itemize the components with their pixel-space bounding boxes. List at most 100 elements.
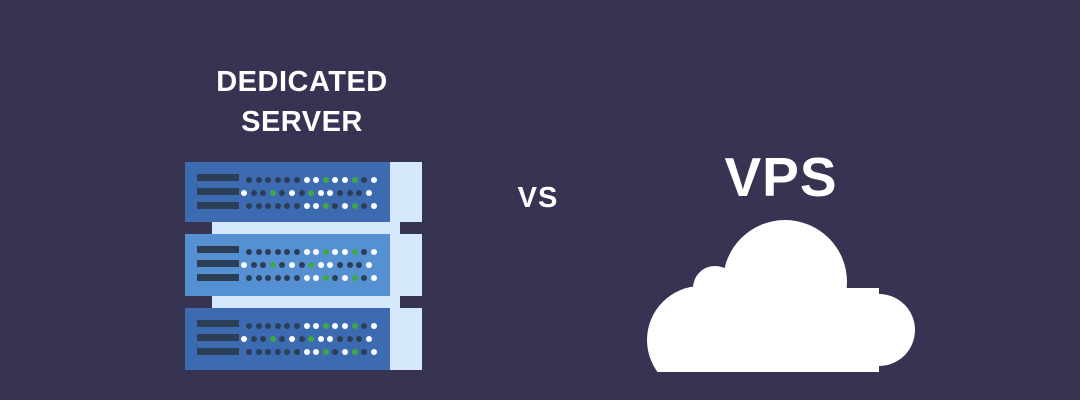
server-unit (185, 308, 390, 370)
server-led-icon (356, 190, 363, 196)
server-led-icon (361, 275, 368, 281)
server-led-icon (361, 249, 368, 255)
server-led-icon (370, 349, 377, 355)
server-led-icon (246, 349, 252, 355)
server-slat-icon (197, 274, 239, 281)
server-led-icon (294, 275, 300, 281)
server-led-icon (342, 203, 348, 209)
server-led-icon (241, 262, 247, 268)
server-end-panel (390, 234, 422, 296)
server-led-icon (322, 275, 329, 281)
server-led-icon (274, 275, 281, 281)
server-led-icon (351, 349, 358, 355)
server-led-icon (255, 177, 262, 183)
server-led-icon (351, 177, 358, 183)
server-led-icon (265, 249, 272, 255)
dedicated-server-title-line1: DEDICATED (216, 66, 388, 98)
server-led-icon (255, 203, 262, 209)
cloud-icon (647, 220, 915, 372)
dedicated-server-title: DEDICATED SERVER (167, 62, 437, 142)
server-led-icon (255, 323, 262, 329)
server-led-icon (294, 323, 300, 329)
server-led-icon (313, 349, 320, 355)
server-led-icon (370, 323, 377, 329)
server-slat-icon (197, 260, 239, 267)
server-tray (212, 222, 400, 234)
server-led-icon (356, 262, 363, 268)
server-led-icon (265, 323, 272, 329)
server-led-icon (351, 275, 358, 281)
server-led-icon (313, 249, 320, 255)
server-led-icon (274, 349, 281, 355)
server-led-icon (289, 262, 295, 268)
server-slat-icon (197, 202, 239, 209)
server-led-icon (265, 275, 272, 281)
server-led-icon (342, 249, 348, 255)
dedicated-server-icon (185, 162, 422, 372)
dedicated-server-title-line2: SERVER (241, 106, 363, 138)
server-led-icon (284, 349, 291, 355)
server-led-icon (250, 262, 257, 268)
server-led-icon (284, 177, 291, 183)
server-led-icon (294, 177, 300, 183)
server-led-icon (313, 177, 320, 183)
server-led-icon (317, 190, 324, 196)
server-led-icon (337, 336, 343, 342)
server-led-icon (255, 275, 262, 281)
server-slat-icon (197, 348, 239, 355)
server-led-icon (370, 177, 377, 183)
server-led-icon (365, 190, 372, 196)
server-led-icon (337, 190, 343, 196)
server-led-icon (284, 323, 291, 329)
server-led-icon (361, 203, 368, 209)
server-led-icon (303, 177, 310, 183)
server-led-icon (294, 249, 300, 255)
server-led-icon (332, 349, 339, 355)
server-led-icon (265, 349, 272, 355)
server-led-icon (365, 262, 372, 268)
server-led-icon (274, 177, 281, 183)
server-end-panel (390, 308, 422, 370)
server-slat-icon (197, 188, 239, 195)
server-led-icon (332, 323, 339, 329)
server-led-icon (260, 336, 267, 342)
server-led-icon (308, 190, 315, 196)
server-led-icon (246, 323, 252, 329)
server-led-icon (332, 249, 339, 255)
server-led-icon (260, 262, 267, 268)
server-led-icon (351, 203, 358, 209)
server-led-icon (327, 336, 334, 342)
server-led-icon (313, 275, 320, 281)
server-led-icon (332, 275, 339, 281)
server-led-icon (274, 203, 281, 209)
server-led-icon (313, 203, 320, 209)
server-led-icon (269, 190, 276, 196)
server-led-icon (279, 336, 286, 342)
server-led-icon (265, 177, 272, 183)
server-led-icon (298, 190, 305, 196)
server-led-icon (356, 336, 363, 342)
server-led-icon (294, 203, 300, 209)
server-led-icon (269, 336, 276, 342)
server-led-icon (351, 323, 358, 329)
server-unit (185, 162, 390, 222)
server-led-icon (308, 262, 315, 268)
server-led-icon (250, 190, 257, 196)
server-led-icon (284, 203, 291, 209)
server-led-icon (246, 203, 252, 209)
server-led-icon (365, 336, 372, 342)
server-led-icon (346, 190, 353, 196)
server-led-icon (342, 177, 348, 183)
server-led-icon (322, 323, 329, 329)
server-led-icon (303, 349, 310, 355)
server-led-icon (370, 275, 377, 281)
server-led-icon (351, 249, 358, 255)
server-end-panel (390, 162, 422, 222)
server-led-icon (342, 349, 348, 355)
server-led-icon (342, 275, 348, 281)
server-led-icon (332, 203, 339, 209)
server-led-icon (327, 190, 334, 196)
server-led-icon (303, 249, 310, 255)
server-led-icon (265, 203, 272, 209)
